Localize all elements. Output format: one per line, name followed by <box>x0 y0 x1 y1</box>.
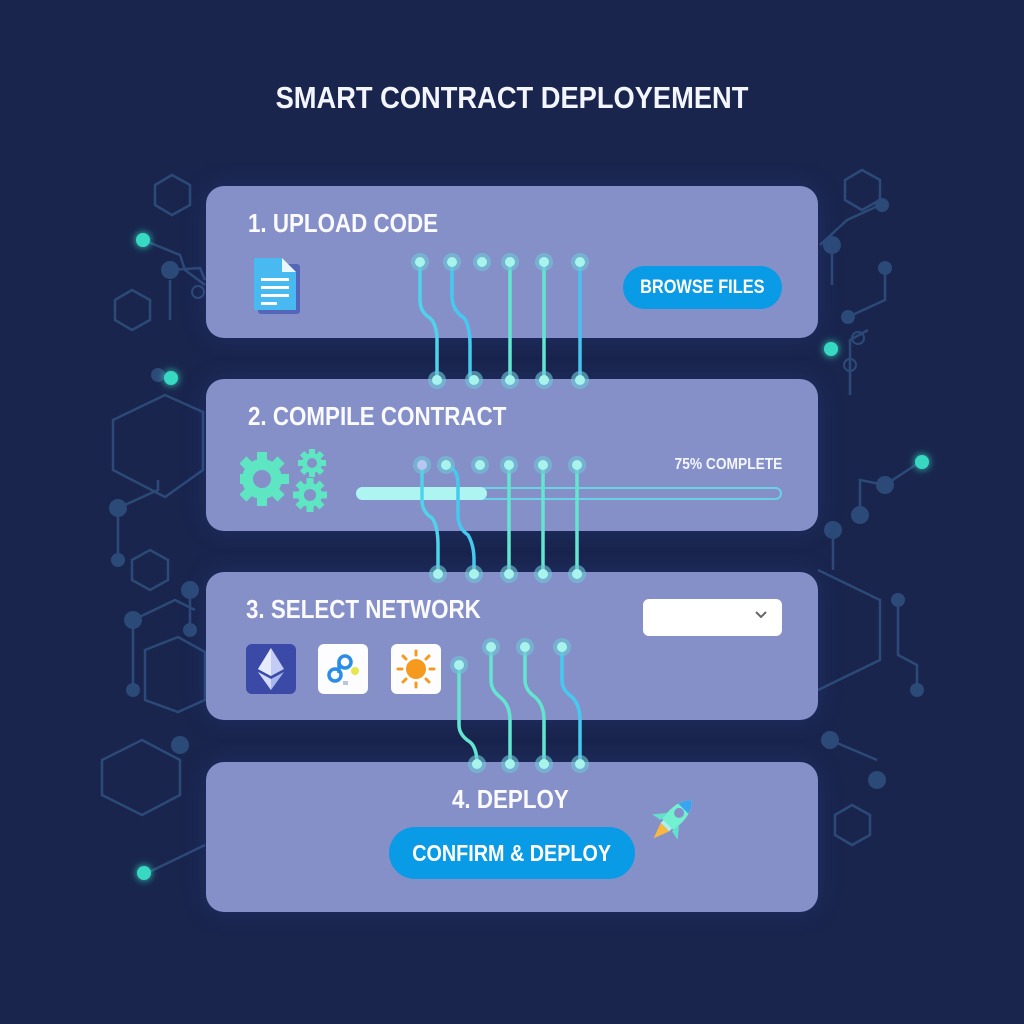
browse-files-label: BROWSE FILES <box>640 276 765 298</box>
rocket-icon <box>642 792 702 853</box>
network-option-2[interactable] <box>318 644 368 694</box>
ethereum-icon <box>258 648 284 690</box>
step-title: 3. SELECT NETWORK <box>246 594 481 624</box>
step-card-deploy: 4. DEPLOY CONFIRM & DEPLOY <box>206 762 818 912</box>
network-option-ethereum[interactable] <box>246 644 296 694</box>
step-title: 1. UPLOAD CODE <box>248 208 439 238</box>
confirm-deploy-button[interactable]: CONFIRM & DEPLOY <box>389 827 635 879</box>
progress-label: 75% COMPLETE <box>674 456 782 473</box>
compile-progress-bar <box>356 487 782 500</box>
step-title: 2. COMPILE CONTRACT <box>248 401 507 431</box>
network-dropdown[interactable] <box>643 599 782 636</box>
step-title: 4. DEPLOY <box>452 784 569 814</box>
gears-icon <box>235 447 330 522</box>
browse-files-button[interactable]: BROWSE FILES <box>623 266 782 309</box>
sun-icon <box>396 649 436 689</box>
confirm-deploy-label: CONFIRM & DEPLOY <box>412 839 612 866</box>
network-option-3[interactable] <box>391 644 441 694</box>
chain-link-icon <box>327 654 359 685</box>
step-card-select-network: 3. SELECT NETWORK <box>206 572 818 720</box>
chevron-down-icon <box>755 611 767 619</box>
document-icon <box>252 256 304 321</box>
step-card-upload-code: 1. UPLOAD CODE BROWSE FILES <box>206 186 818 338</box>
step-card-compile-contract: 2. COMPILE CONTRACT <box>206 379 818 531</box>
page-title: SMART CONTRACT DEPLOYEMENT <box>275 80 749 115</box>
progress-fill <box>356 487 487 500</box>
